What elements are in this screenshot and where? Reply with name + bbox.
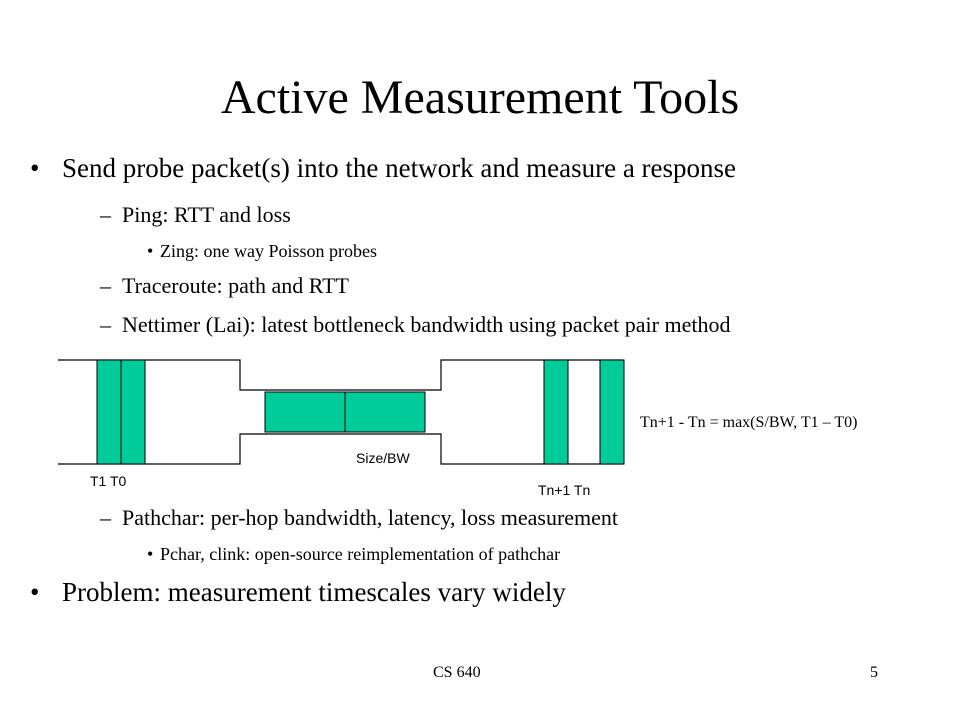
packet-mid-2	[344, 391, 426, 433]
dash-marker: –	[100, 312, 111, 337]
bullet-marker: •	[147, 544, 154, 564]
pipe-bottom-outline	[58, 433, 623, 465]
bullet-zing: Zing: one way Poisson probes	[160, 241, 377, 261]
packet-right-1	[543, 359, 569, 465]
footer-page-number: 5	[870, 664, 878, 681]
label-t1-t0: T1 T0	[90, 473, 127, 489]
bullet-send-probe: Send probe packet(s) into the network an…	[62, 153, 737, 183]
dash-marker: –	[100, 505, 111, 530]
packet-mid-1	[264, 391, 346, 433]
bullet-problem: Problem: measurement timescales vary wid…	[62, 577, 566, 607]
bullet-pchar: Pchar, clink: open-source reimplementati…	[160, 544, 561, 564]
pipe-top-outline	[58, 359, 623, 391]
bullet-marker: •	[147, 241, 154, 261]
dash-marker: –	[100, 273, 111, 298]
bullet-pathchar: Pathchar: per-hop bandwidth, latency, lo…	[122, 505, 619, 530]
footer-course: CS 640	[433, 664, 481, 681]
slide-title: Active Measurement Tools	[220, 71, 740, 124]
bullet-nettimer: Nettimer (Lai): latest bottleneck bandwi…	[122, 312, 731, 337]
label-tn1-tn: Tn+1 Tn	[538, 482, 591, 498]
bullet-ping: Ping: RTT and loss	[122, 202, 291, 227]
dash-marker: –	[100, 202, 111, 227]
label-size-bw: Size/BW	[356, 450, 410, 466]
packet-pair-equation: Tn+1 - Tn = max(S/BW, T1 – T0)	[640, 414, 858, 431]
packet-left-1	[96, 359, 122, 465]
bullet-marker: •	[30, 577, 40, 607]
packet-right-2	[599, 359, 625, 465]
bullet-marker: •	[30, 153, 40, 183]
packet-left-2	[120, 359, 146, 465]
bullet-traceroute: Traceroute: path and RTT	[122, 273, 349, 298]
